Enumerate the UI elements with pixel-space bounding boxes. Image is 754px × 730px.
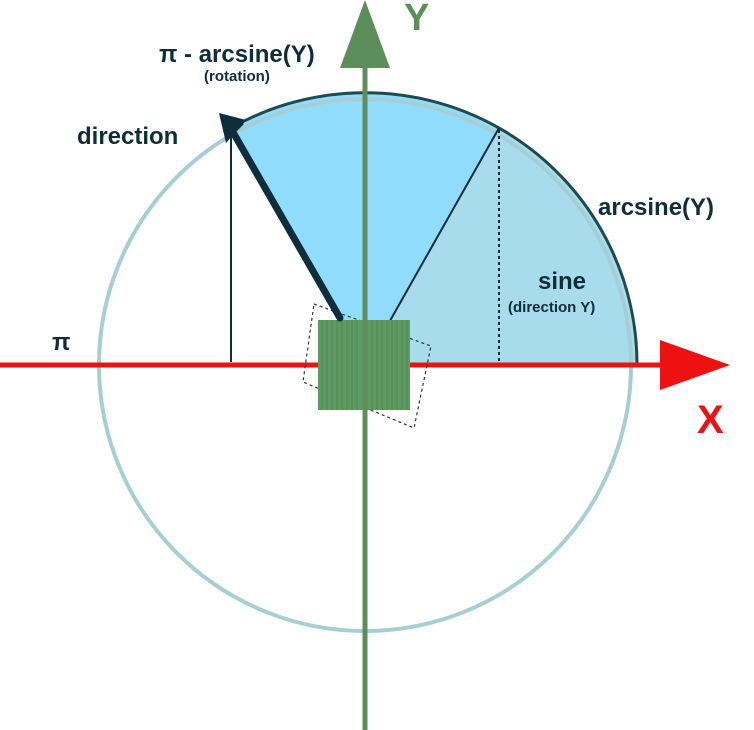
pi-label: π	[52, 329, 70, 356]
y-axis-arrowhead	[340, 0, 390, 68]
direction-arrowhead-inner	[219, 113, 246, 143]
arcsine-sector	[365, 128, 638, 365]
x-axis-arrowhead	[660, 340, 730, 390]
arcsine-label: arcsine(Y)	[598, 194, 714, 221]
rotation-label: (rotation)	[204, 68, 270, 85]
direction-vector	[230, 130, 344, 322]
sine-sub-label: (direction Y)	[508, 299, 595, 316]
pi-minus-arcsine-label: π - arcsine(Y)	[159, 41, 315, 68]
object-square-texture	[321, 320, 408, 410]
x-axis-label: X	[697, 398, 724, 442]
y-axis-label: Y	[404, 0, 429, 39]
direction-label: direction	[77, 123, 178, 150]
sine-label: sine	[538, 268, 586, 295]
highlighted-arc	[230, 91, 639, 366]
rotated-square-outline	[302, 303, 432, 429]
